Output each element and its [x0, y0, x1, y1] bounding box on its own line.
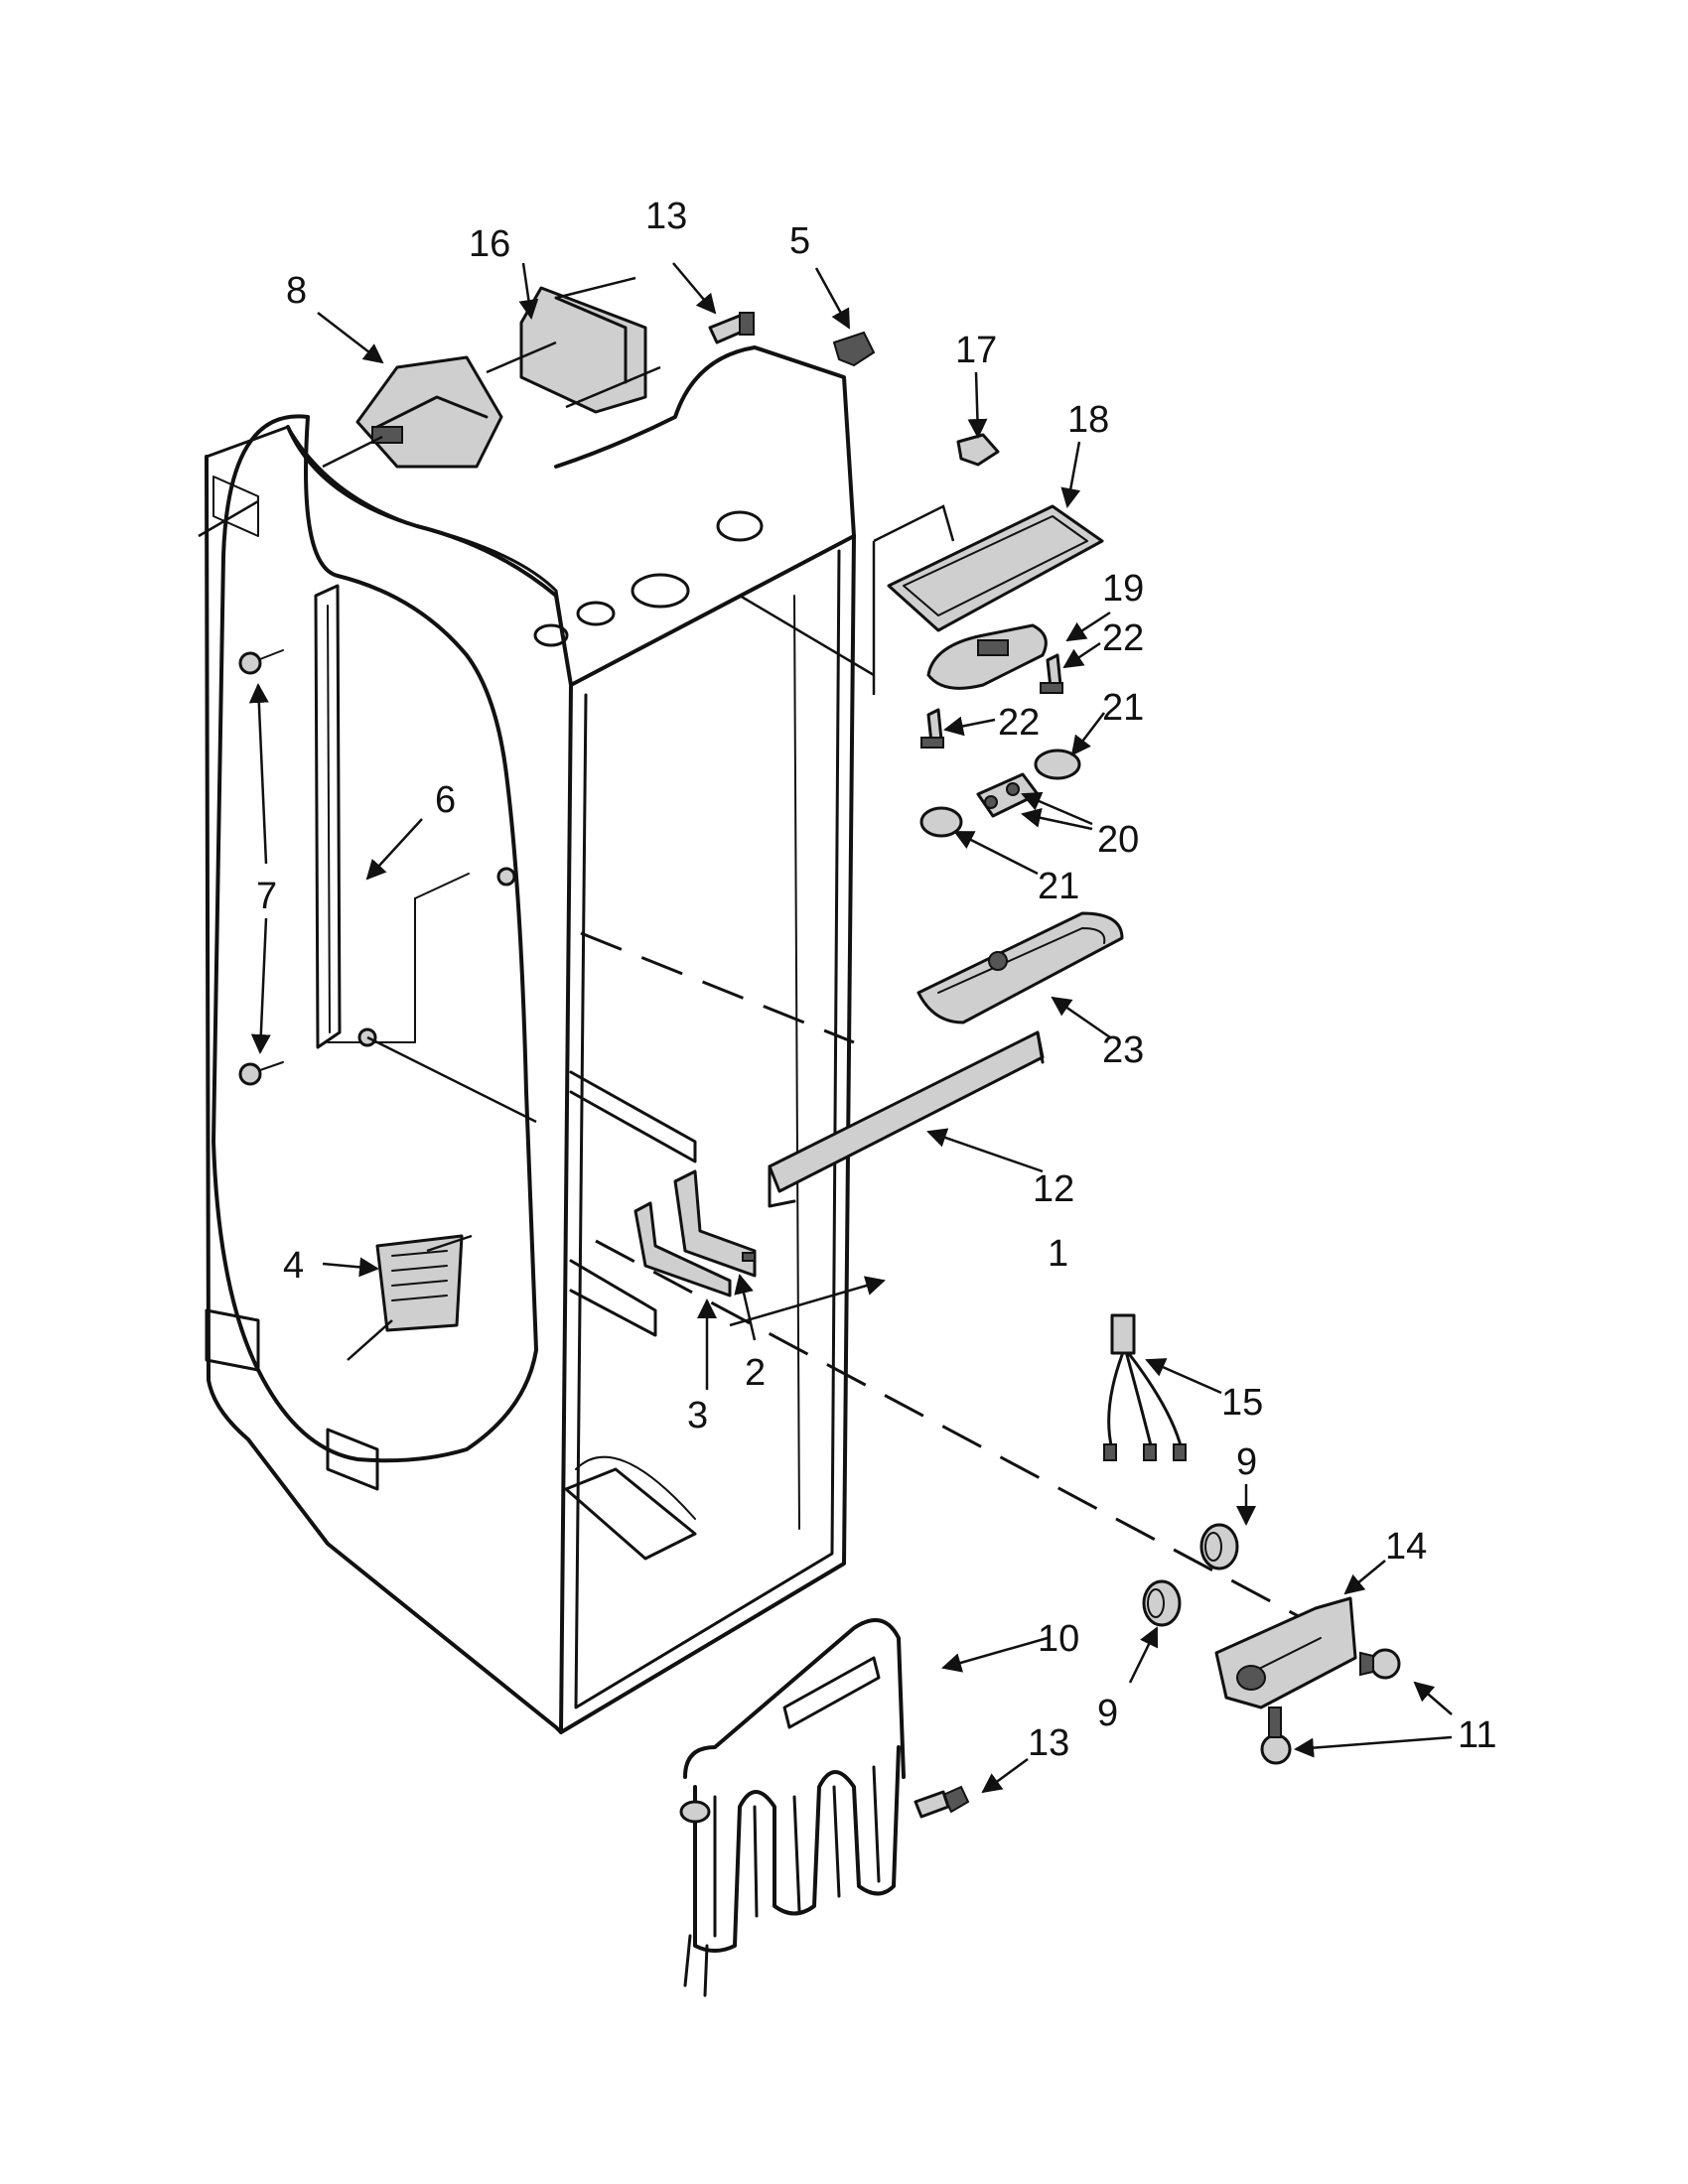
callout-9-lower: 9: [1097, 1693, 1118, 1734]
light-lens: [916, 911, 1124, 1024]
screw-part-22-right: [1040, 653, 1063, 694]
callout-leaders: [248, 262, 1453, 1794]
bulb-lower: [919, 806, 963, 838]
screw-part-13-bottom: [914, 1785, 970, 1819]
grommet-part-9-upper: [1199, 1523, 1239, 1570]
callout-13-top: 13: [645, 196, 687, 237]
screw-part-11-lower: [1260, 1706, 1292, 1765]
screw-part-22-left: [920, 708, 944, 749]
bulb-upper: [1034, 749, 1081, 780]
clip-part-5: [832, 331, 876, 367]
clip-part-17: [956, 433, 1000, 467]
callout-16: 16: [469, 223, 510, 265]
screw-mount-upper: [496, 867, 516, 887]
callout-9-upper: 9: [1236, 1441, 1257, 1483]
screw-part-7-top: [238, 649, 284, 675]
callout-14: 14: [1385, 1526, 1427, 1568]
callout-23: 23: [1102, 1029, 1144, 1071]
callout-22-left: 22: [998, 702, 1040, 744]
bulb-socket-assembly: [976, 772, 1040, 818]
callout-22-right: 22: [1102, 617, 1144, 659]
callout-10: 10: [1038, 1618, 1079, 1660]
bracket-part-2: [673, 1169, 757, 1278]
callout-1: 1: [1048, 1233, 1068, 1275]
callout-6: 6: [435, 779, 456, 821]
callout-21-upper: 21: [1102, 687, 1144, 729]
defrost-heater: [679, 1618, 906, 1997]
bracket-part-3: [633, 1201, 732, 1297]
drain-trough: [1214, 1596, 1357, 1709]
grommet-part-9-lower: [1142, 1579, 1182, 1627]
callout-8: 8: [286, 270, 307, 312]
callout-18: 18: [1067, 399, 1109, 441]
screw-part-11-upper: [1359, 1648, 1401, 1680]
callout-15: 15: [1221, 1382, 1263, 1424]
light-housing-frame: [872, 504, 1104, 695]
callout-5: 5: [789, 220, 810, 262]
shelf-rail: [768, 1030, 1045, 1208]
light-socket: [926, 623, 1048, 690]
alignment-line-12: [580, 931, 855, 1044]
callout-3: 3: [687, 1395, 708, 1436]
control-housing: [322, 355, 503, 469]
wire-harness: [1103, 1313, 1187, 1461]
callout-4: 4: [283, 1245, 304, 1287]
callout-11: 11: [1458, 1714, 1496, 1756]
callout-21-lower: 21: [1038, 866, 1079, 907]
callout-20: 20: [1097, 819, 1139, 861]
callout-2: 2: [745, 1352, 766, 1394]
callout-13-bottom: 13: [1028, 1722, 1069, 1764]
alignment-line-18: [739, 594, 875, 677]
shelf-ladder: [314, 584, 470, 1049]
cabinet-liner: [198, 345, 856, 1734]
callout-labels: 1 2 3 4 5 6 7 8 9 9 10 11 12 13 13 14 15…: [256, 196, 1496, 1764]
mounting-bracket: [486, 276, 661, 414]
screw-part-13-top: [708, 312, 755, 344]
callout-17: 17: [955, 330, 997, 371]
callout-7: 7: [256, 876, 277, 917]
screw-part-7-bottom: [238, 1061, 284, 1086]
callout-19: 19: [1102, 568, 1144, 610]
callout-12: 12: [1033, 1168, 1074, 1210]
vent-part-4: [347, 1234, 473, 1361]
